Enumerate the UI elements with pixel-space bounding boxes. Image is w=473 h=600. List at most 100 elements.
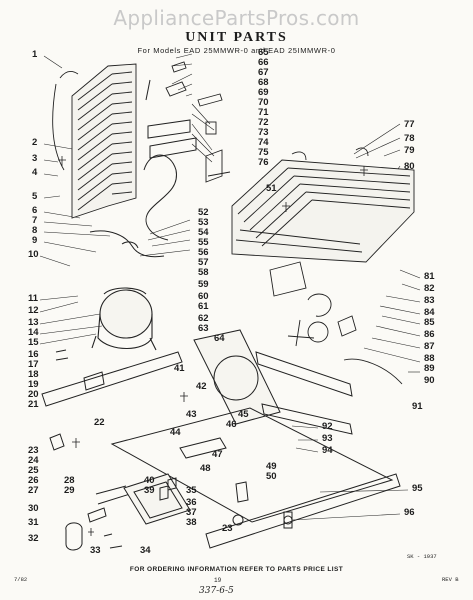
callout-20: 20 (28, 389, 39, 400)
callout-10: 10 (28, 249, 39, 260)
watermark: AppliancePartsPros.com (113, 6, 360, 30)
callout-22: 22 (94, 417, 105, 428)
compressor (91, 287, 157, 351)
callout-2: 2 (32, 137, 38, 148)
callout-96: 96 (404, 507, 415, 518)
callout-27: 27 (28, 485, 39, 496)
callout-85: 85 (424, 317, 435, 328)
callout-37: 37 (186, 507, 197, 518)
callout-9: 9 (32, 235, 38, 246)
callout-19: 19 (28, 379, 39, 390)
fan-motor-assembly (269, 261, 403, 385)
callout-4: 4 (32, 167, 38, 178)
tubing (89, 79, 197, 258)
callout-90: 90 (424, 375, 435, 386)
callout-56: 56 (198, 247, 209, 258)
callout-34: 34 (140, 545, 151, 556)
callout-42: 42 (196, 381, 207, 392)
callout-71: 71 (258, 107, 269, 118)
figure-reference: SK - 1937 (407, 553, 437, 560)
callout-67: 67 (258, 67, 269, 78)
callout-65: 65 (258, 47, 269, 58)
callout-83: 83 (424, 295, 435, 306)
callout-11: 11 (28, 293, 39, 304)
callout-59: 59 (198, 279, 209, 290)
callout-29: 29 (64, 485, 75, 496)
callout-35: 35 (186, 485, 197, 496)
callout-39: 39 (144, 485, 155, 496)
callout-43: 43 (186, 409, 197, 420)
callout-58: 58 (198, 267, 209, 278)
callout-68: 68 (258, 77, 269, 88)
callout-17: 17 (28, 359, 39, 370)
callout-87: 87 (424, 341, 435, 352)
callout-1: 1 (32, 49, 38, 60)
callout-45: 45 (238, 409, 249, 420)
screws (58, 156, 368, 536)
callout-31: 31 (28, 517, 39, 528)
diagram-title: UNIT PARTS (185, 30, 288, 45)
condenser-coil (52, 63, 137, 219)
callout-54: 54 (198, 227, 209, 238)
callout-76: 76 (258, 157, 269, 168)
callout-14: 14 (28, 327, 39, 338)
callout-77: 77 (404, 119, 415, 130)
callout-21: 21 (28, 399, 39, 410)
handwritten-note: 337-6-5 (199, 586, 234, 596)
callout-91: 91 (412, 401, 423, 412)
callout-82: 82 (424, 283, 435, 294)
base-rails-left (41, 349, 183, 451)
callout-88: 88 (424, 353, 435, 364)
callout-41: 41 (174, 363, 185, 374)
callout-23: 23 (28, 445, 39, 456)
callout-3: 3 (32, 153, 38, 164)
callout-60: 60 (198, 291, 209, 302)
callout-28: 28 (64, 475, 75, 486)
callout-89: 89 (424, 363, 435, 374)
callout-16: 16 (28, 349, 39, 360)
callout-44: 44 (170, 427, 181, 438)
callout-64: 64 (214, 333, 225, 344)
callout-61: 61 (198, 301, 209, 312)
callout-52: 52 (198, 207, 209, 218)
callout-25: 25 (28, 465, 39, 476)
callout-75: 75 (258, 147, 269, 158)
evaporator-coil (231, 147, 415, 263)
callout-74: 74 (258, 137, 269, 148)
callout-70: 70 (258, 97, 269, 108)
callout-12: 12 (28, 305, 39, 316)
callout-8: 8 (32, 225, 38, 236)
callout-57: 57 (198, 257, 209, 268)
callout-78: 78 (404, 133, 415, 144)
callout-62: 62 (198, 313, 209, 324)
callout-86: 86 (424, 329, 435, 340)
callout-55: 55 (198, 237, 209, 248)
callout-40: 40 (144, 475, 155, 486)
callout-94: 94 (322, 445, 333, 456)
page-number: 19 (214, 577, 222, 584)
drain-pan-parts (65, 477, 177, 551)
callout-7: 7 (32, 215, 38, 226)
callout-80: 80 (404, 161, 415, 172)
callout-26: 26 (28, 475, 39, 486)
callout-95: 95 (412, 483, 423, 494)
callout-5: 5 (32, 191, 38, 202)
callout-48: 48 (200, 463, 211, 474)
callout-79: 79 (404, 145, 415, 156)
callout-36: 36 (186, 497, 197, 508)
callout-73: 73 (258, 127, 269, 138)
fan-shroud (193, 329, 353, 435)
callout-33: 33 (90, 545, 101, 556)
base-frame (95, 407, 401, 549)
callout-72: 72 (258, 117, 269, 128)
callout-50: 50 (266, 471, 277, 482)
ordering-notice: FOR ORDERING INFORMATION REFER TO PARTS … (129, 566, 344, 573)
callout-46: 46 (226, 419, 237, 430)
callout-53: 53 (198, 217, 209, 228)
callout-81: 81 (424, 271, 435, 282)
callout-47: 47 (212, 449, 223, 460)
callout-6: 6 (32, 205, 38, 216)
callout-24: 24 (28, 455, 39, 466)
callout-49: 49 (266, 461, 277, 472)
